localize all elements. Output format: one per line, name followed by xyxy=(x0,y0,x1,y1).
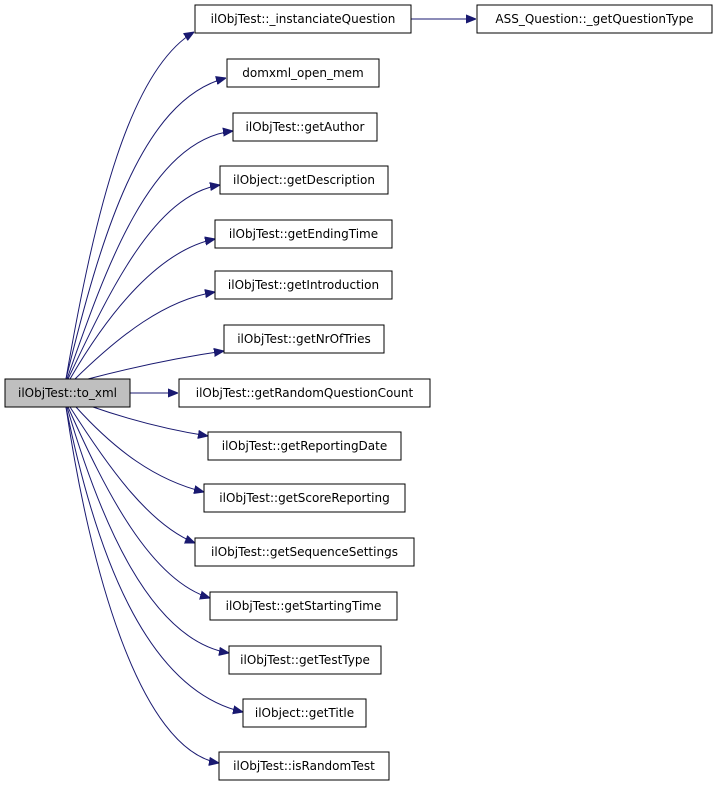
node-get-ending-time[interactable]: ilObjTest::getEndingTime xyxy=(214,219,393,249)
node-get-title[interactable]: ilObject::getTitle xyxy=(242,698,367,728)
node-label: ilObjTest::getReportingDate xyxy=(222,439,388,453)
edge-to-get-reporting-date xyxy=(89,405,208,436)
node-label: ilObjTest::getTestType xyxy=(240,653,370,667)
edge-to-is-random-test xyxy=(65,406,219,763)
node-get-score-reporting[interactable]: ilObjTest::getScoreReporting xyxy=(203,483,406,513)
node-instanciate-question[interactable]: ilObjTest::_instanciateQuestion xyxy=(194,4,412,34)
edge-to-get-title xyxy=(65,406,243,712)
edge-to-get-starting-time xyxy=(67,406,210,598)
edge-to-get-author xyxy=(66,131,233,380)
node-label: ilObjTest::getIntroduction xyxy=(228,278,379,292)
node-get-description[interactable]: ilObject::getDescription xyxy=(219,165,389,195)
node-label: ilObjTest::to_xml xyxy=(18,386,117,400)
node-label: ilObjTest::getSequenceSettings xyxy=(211,545,398,559)
node-label: ilObject::getDescription xyxy=(233,173,375,187)
node-label: ASS_Question::_getQuestionType xyxy=(495,12,693,26)
edge-to-get-test-type xyxy=(66,406,229,653)
node-label: ilObjTest::getRandomQuestionCount xyxy=(196,386,414,400)
node-get-random-question-count[interactable]: ilObjTest::getRandomQuestionCount xyxy=(178,378,431,408)
node-get-test-type[interactable]: ilObjTest::getTestType xyxy=(228,645,382,675)
node-get-starting-time[interactable]: ilObjTest::getStartingTime xyxy=(209,591,398,621)
node-label: ilObjTest::getScoreReporting xyxy=(219,491,389,505)
edge-to-get-score-reporting xyxy=(75,406,204,492)
edge-to-get-nr-of-tries xyxy=(87,351,224,380)
node-label: ilObject::getTitle xyxy=(255,706,354,720)
node-label: ilObjTest::getNrOfTries xyxy=(237,332,371,346)
node-label: domxml_open_mem xyxy=(242,66,363,80)
edge-to-get-ending-time xyxy=(69,239,215,380)
node-get-reporting-date[interactable]: ilObjTest::getReportingDate xyxy=(207,431,402,461)
edge-to-get-sequence-settings xyxy=(69,406,195,543)
node-to-xml[interactable]: ilObjTest::to_xml xyxy=(4,378,131,408)
edge-to-domxml xyxy=(65,78,226,380)
node-label: ilObjTest::getAuthor xyxy=(246,120,365,134)
node-label: ilObjTest::isRandomTest xyxy=(233,759,375,773)
node-label: ilObjTest::getEndingTime xyxy=(229,227,378,241)
edge-to-get-description xyxy=(67,185,220,380)
node-get-question-type[interactable]: ASS_Question::_getQuestionType xyxy=(476,4,713,34)
node-get-introduction[interactable]: ilObjTest::getIntroduction xyxy=(214,270,393,300)
edge-to-get-introduction xyxy=(74,292,215,380)
node-is-random-test[interactable]: ilObjTest::isRandomTest xyxy=(218,751,390,781)
node-domxml-open-mem[interactable]: domxml_open_mem xyxy=(226,58,380,88)
node-get-author[interactable]: ilObjTest::getAuthor xyxy=(232,112,378,142)
node-get-sequence-settings[interactable]: ilObjTest::getSequenceSettings xyxy=(194,537,415,567)
node-label: ilObjTest::_instanciateQuestion xyxy=(211,12,396,26)
edge-to-instanciate-question xyxy=(65,32,194,380)
node-get-nr-of-tries[interactable]: ilObjTest::getNrOfTries xyxy=(223,324,385,354)
node-label: ilObjTest::getStartingTime xyxy=(226,599,382,613)
edges xyxy=(65,19,476,763)
